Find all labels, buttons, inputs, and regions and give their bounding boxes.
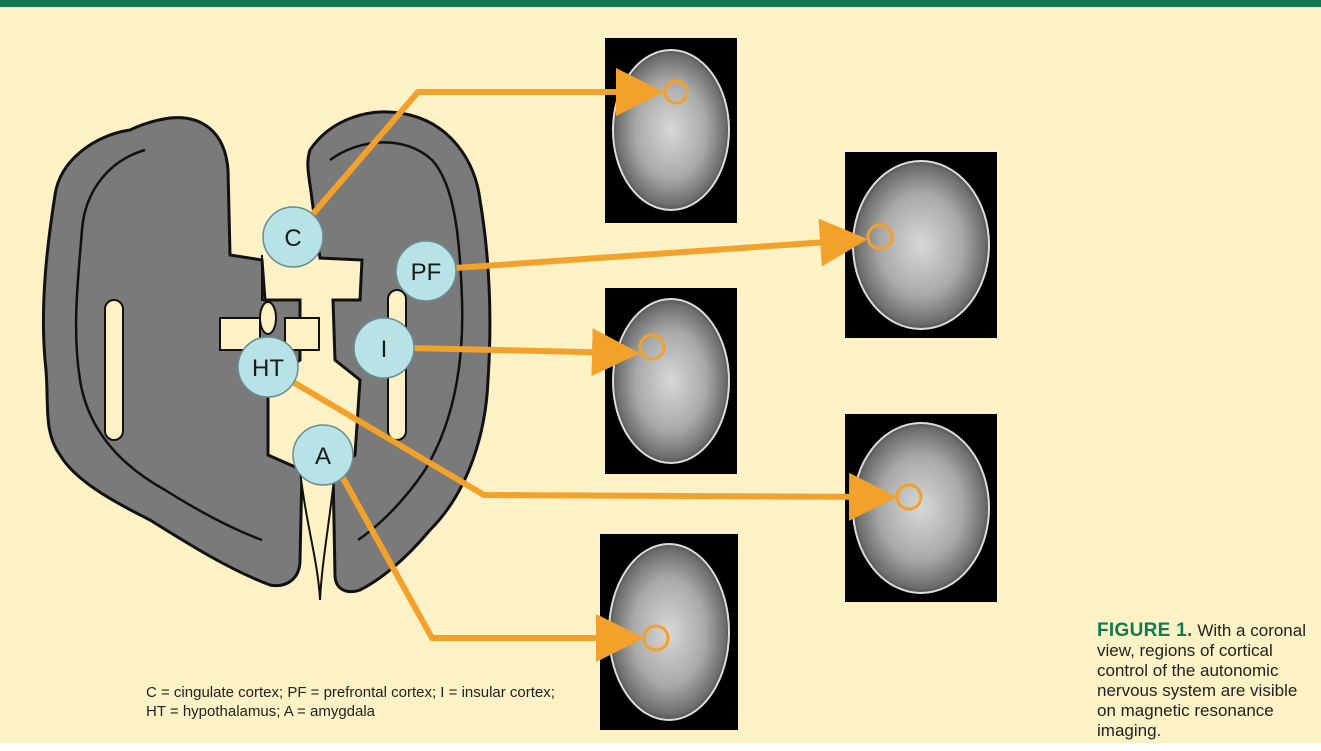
arrow-prefrontal (455, 240, 856, 268)
region-a-label: A (315, 443, 331, 470)
region-a: A (293, 425, 353, 485)
mri-image-amygdala (600, 534, 738, 730)
region-c: C (263, 207, 323, 267)
region-pf-label: PF (411, 259, 442, 286)
third-ventricle (260, 302, 276, 334)
mri-image-prefrontal (845, 152, 997, 338)
region-i: I (354, 318, 414, 378)
mri-image-insular (605, 288, 737, 474)
region-i-label: I (381, 336, 388, 363)
figure-caption: FIGURE 1. With a coronal view, regions o… (1097, 621, 1307, 741)
region-c-label: C (284, 225, 301, 252)
lower-gap (300, 470, 335, 600)
right-ventricle (285, 318, 319, 350)
region-ht-label: HT (252, 355, 284, 382)
abbreviation-legend: C = cingulate cortex; PF = prefrontal co… (146, 683, 596, 721)
region-ht: HT (238, 337, 298, 397)
legend-line-2: HT = hypothalamus; A = amygdala (146, 702, 596, 721)
mri-image-cingulate (605, 38, 737, 223)
mri-image-hypothalamus (845, 414, 997, 602)
region-pf: PF (396, 241, 456, 301)
legend-line-1: C = cingulate cortex; PF = prefrontal co… (146, 683, 596, 702)
caption-label: FIGURE 1. (1097, 620, 1193, 641)
left-sylvian-fissure (105, 300, 123, 440)
